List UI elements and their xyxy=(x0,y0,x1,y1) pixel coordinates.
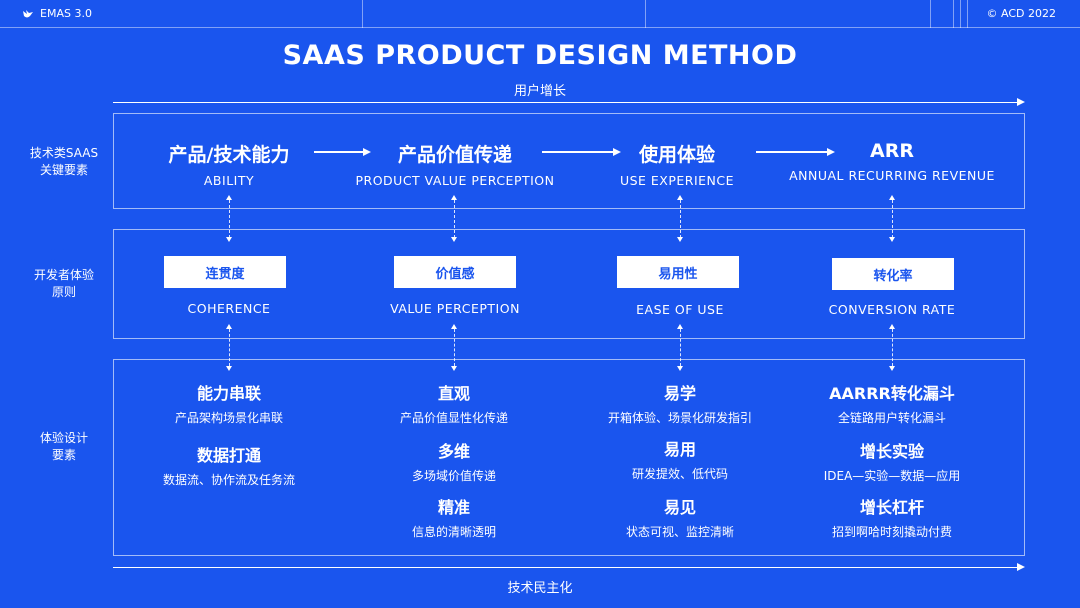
arrow-right-icon xyxy=(1017,563,1025,571)
arrow-up-icon xyxy=(677,324,683,329)
arrow-up-icon xyxy=(677,195,683,200)
arrow-up-icon xyxy=(451,195,457,200)
row-label-design-elements: 体验设计 要素 xyxy=(39,431,88,462)
arrow-down-icon xyxy=(226,237,232,242)
element-item: 精准 信息的清晰透明 xyxy=(411,498,496,539)
bird-logo-icon xyxy=(23,9,33,17)
element-item: 增长杠杆 招到啊哈时刻撬动付费 xyxy=(831,498,952,539)
element-item: 易见 状态可视、监控清晰 xyxy=(625,498,734,539)
bottom-axis-label: 技术民主化 xyxy=(507,581,573,596)
element-item: 增长实验 IDEA—实验—数据—应用 xyxy=(823,442,961,483)
arrow-up-icon xyxy=(226,324,232,329)
arrow-up-icon xyxy=(889,324,895,329)
row-label-principles: 开发者体验 原则 xyxy=(33,268,94,299)
element-item: 能力串联 产品架构场景化串联 xyxy=(174,384,283,425)
principle-pill-value: 价值感 xyxy=(394,256,516,288)
dotted-connector xyxy=(454,200,455,238)
element-item: 易用 研发提效、低代码 xyxy=(631,440,728,481)
principle-label-conversion: CONVERSION RATE xyxy=(828,302,956,317)
brand-label: EMAS 3.0 xyxy=(40,7,92,20)
principle-label-ease: EASE OF USE xyxy=(636,302,724,317)
arrow-up-icon xyxy=(451,324,457,329)
dotted-connector xyxy=(892,329,893,366)
arrow-down-icon xyxy=(889,366,895,371)
element-item: 直观 产品价值显性化传递 xyxy=(399,384,508,425)
row-principles xyxy=(113,229,1025,339)
divider xyxy=(930,0,931,28)
row-label-key-elements: 技术类SAAS 关键要素 xyxy=(29,146,99,177)
arrow-right-icon xyxy=(613,148,621,156)
page-title: SAAS PRODUCT DESIGN METHOD xyxy=(282,40,798,71)
divider xyxy=(362,0,363,28)
arrow-up-icon xyxy=(889,195,895,200)
arrow-down-icon xyxy=(451,237,457,242)
arrow-right-icon xyxy=(827,148,835,156)
arrow-down-icon xyxy=(889,237,895,242)
divider xyxy=(960,0,961,28)
top-axis-label: 用户增长 xyxy=(513,84,566,99)
divider xyxy=(967,0,968,28)
arrow-right-icon xyxy=(363,148,371,156)
principle-label-value: VALUE PERCEPTION xyxy=(390,301,520,316)
row-key-elements xyxy=(113,113,1025,209)
top-axis-line xyxy=(113,102,1019,103)
arrow-right-icon xyxy=(1017,98,1025,106)
divider xyxy=(953,0,954,28)
stage-value-perception: 产品价值传递 PRODUCT VALUE PERCEPTION xyxy=(355,144,555,188)
element-item: AARRR转化漏斗 全链路用户转化漏斗 xyxy=(829,384,955,425)
stage-use-experience: 使用体验 USE EXPERIENCE xyxy=(619,144,735,188)
arrow-up-icon xyxy=(226,195,232,200)
principle-pill-coherence: 连贯度 xyxy=(164,256,286,288)
flow-arrow xyxy=(756,151,828,153)
element-item: 数据打通 数据流、协作流及任务流 xyxy=(162,446,295,487)
element-item: 易学 开箱体验、场景化研发指引 xyxy=(607,384,752,425)
bottom-axis-line xyxy=(113,567,1019,568)
principle-label-coherence: COHERENCE xyxy=(187,301,271,316)
dotted-connector xyxy=(680,329,681,366)
arrow-down-icon xyxy=(677,366,683,371)
top-bar xyxy=(0,0,1080,28)
dotted-connector xyxy=(454,329,455,366)
flow-arrow xyxy=(542,151,614,153)
flow-arrow xyxy=(314,151,364,153)
copyright: © ACD 2022 xyxy=(986,7,1056,20)
arrow-down-icon xyxy=(451,366,457,371)
dotted-connector xyxy=(229,200,230,238)
stage-arr: ARR ANNUAL RECURRING REVENUE xyxy=(789,140,995,183)
arrow-down-icon xyxy=(226,366,232,371)
row-design-elements xyxy=(113,359,1025,556)
element-item: 多维 多场域价值传递 xyxy=(411,442,496,483)
principle-pill-ease: 易用性 xyxy=(617,256,739,288)
divider xyxy=(645,0,646,28)
arrow-down-icon xyxy=(677,237,683,242)
dotted-connector xyxy=(229,329,230,366)
brand: EMAS 3.0 xyxy=(22,7,92,20)
dotted-connector xyxy=(680,200,681,238)
principle-pill-conversion: 转化率 xyxy=(832,258,954,290)
dotted-connector xyxy=(892,200,893,238)
stage-ability: 产品/技术能力 ABILITY xyxy=(168,144,290,188)
